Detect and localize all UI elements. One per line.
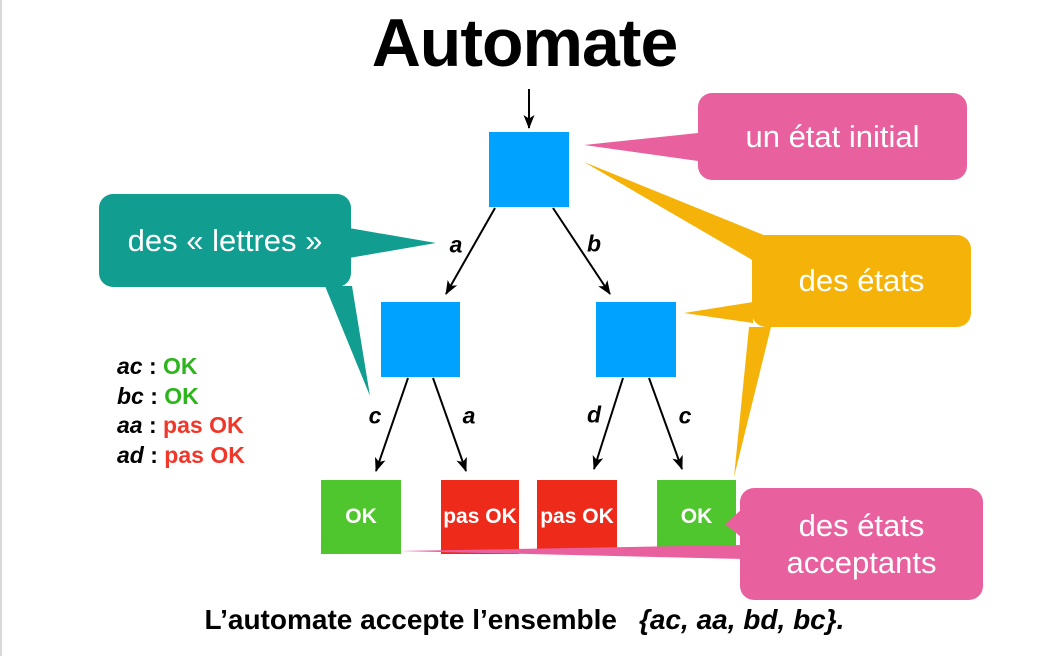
- callout-label: des états: [798, 263, 925, 299]
- example-word: ad: [117, 441, 144, 468]
- edge-label-c1: c: [368, 402, 382, 429]
- accepting-state-square: OK: [657, 480, 736, 554]
- rejecting-state-square: pas OK: [537, 480, 617, 554]
- example-line: aa : pas OK: [117, 411, 245, 441]
- callout-accepting-states: des états acceptants: [740, 488, 983, 600]
- initial-state-square: [489, 132, 569, 207]
- example-result: OK: [163, 353, 198, 379]
- callout-label: des états acceptants: [786, 507, 937, 580]
- edge-arrow-c2: [648, 377, 683, 470]
- edge-label-a2: a: [462, 402, 476, 429]
- accepting-state-square: OK: [321, 480, 401, 554]
- rejecting-state-square: pas OK: [441, 480, 519, 554]
- footer-sentence: L’automate accepte l’ensemble {ac, aa, bd…: [0, 604, 1049, 636]
- callout-label: un état initial: [745, 118, 920, 154]
- example-separator: :: [142, 353, 164, 379]
- example-result: pas OK: [164, 441, 245, 468]
- example-word: aa: [117, 412, 143, 438]
- example-word: bc: [117, 382, 144, 409]
- leaf-label: pas OK: [540, 505, 614, 528]
- example-separator: :: [143, 382, 165, 409]
- example-result: pas OK: [163, 412, 244, 438]
- example-word: ac: [117, 353, 143, 379]
- set-separator: ,: [777, 604, 794, 635]
- callout-tail-states-down: [734, 327, 771, 477]
- edge-label-a: a: [449, 231, 463, 258]
- callout-tail-letters-right: [349, 228, 436, 258]
- callout-letters: des « lettres »: [99, 194, 351, 287]
- example-separator: :: [143, 441, 165, 468]
- close-brace: }.: [825, 604, 845, 635]
- set-word: bc: [793, 604, 826, 635]
- example-line: ad : pas OK: [117, 441, 245, 471]
- edge-label-c2: c: [678, 402, 692, 429]
- left-edge-line: [0, 0, 2, 656]
- set-separator: ,: [681, 604, 697, 635]
- middle-left-state-square: [381, 302, 460, 377]
- edge-label-b: b: [586, 230, 602, 257]
- edge-arrow-b: [552, 207, 611, 295]
- callout-tail-letters-down: [325, 286, 370, 396]
- leaf-label: OK: [345, 505, 377, 528]
- example-separator: :: [142, 412, 164, 438]
- leaf-label: pas OK: [443, 505, 517, 528]
- open-brace: {: [638, 604, 650, 635]
- leaf-label: OK: [680, 505, 713, 528]
- set-word: aa: [696, 604, 728, 635]
- set-separator: ,: [727, 604, 744, 635]
- middle-right-state-square: [596, 302, 676, 377]
- set-word: ac: [649, 604, 681, 635]
- edge-arrow-a2: [432, 377, 467, 472]
- callout-label: des « lettres »: [127, 222, 323, 258]
- callout-states: des états: [752, 235, 971, 327]
- edge-label-d: d: [586, 401, 602, 428]
- footer-prefix: L’automate accepte l’ensemble: [204, 604, 617, 635]
- example-line: ac : OK: [117, 352, 245, 382]
- example-line: bc : OK: [117, 382, 245, 412]
- callout-initial-state: un état initial: [698, 93, 967, 180]
- callout-tail-states-left: [684, 302, 753, 323]
- page-title: Automate: [371, 5, 679, 81]
- example-words-list: ac : OK bc : OK aa : pas OK ad : pas OK: [117, 352, 245, 470]
- accepted-set: {ac, aa, bd, bc}.: [639, 604, 845, 635]
- example-result: OK: [164, 382, 199, 409]
- set-word: bd: [743, 604, 778, 635]
- callout-tail-initial: [584, 133, 698, 161]
